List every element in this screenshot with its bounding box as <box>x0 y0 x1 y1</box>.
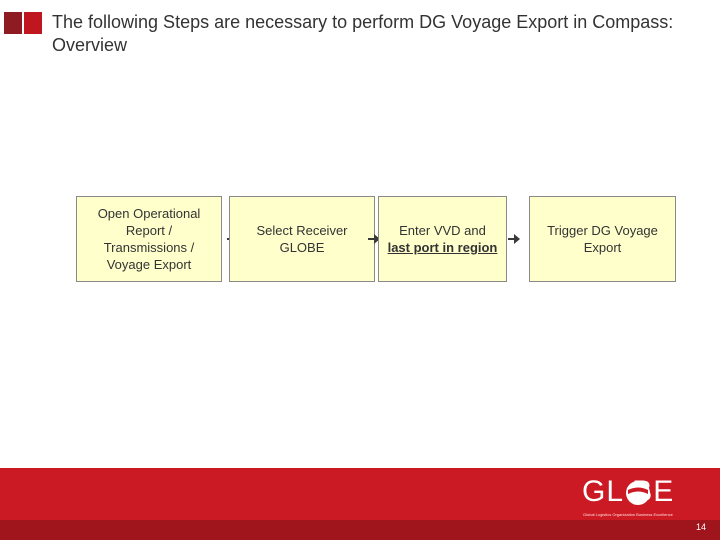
step-3-box: Enter VVD and last port in region <box>378 196 507 282</box>
step-4-box: Trigger DG Voyage Export <box>529 196 676 282</box>
slide-title: The following Steps are necessary to per… <box>52 12 674 55</box>
step-1-label: Open Operational Report / Transmissions … <box>97 206 201 272</box>
step-3-label-text: Enter VVD and <box>399 223 486 238</box>
step-4-label: Trigger DG Voyage Export <box>547 223 658 255</box>
page-number: 14 <box>695 522 706 532</box>
step-3-label-emphasis: last port in region <box>387 240 498 255</box>
footer-band <box>0 520 720 540</box>
footer-bar: GL BE Global Logistics Organization Busi… <box>0 468 720 540</box>
arrow-right-icon <box>368 234 380 244</box>
logo-tagline: Global Logistics Organization Business E… <box>583 512 673 517</box>
globe-sphere-icon <box>626 481 650 505</box>
step-3-label: Enter VVD and last port in region <box>387 222 498 256</box>
title-marker-dark-square <box>4 12 22 34</box>
step-2-box: Select Receiver GLOBE <box>229 196 375 282</box>
title-marker-red-square <box>24 12 42 34</box>
step-1-box: Open Operational Report / Transmissions … <box>76 196 222 282</box>
step-2-label: Select Receiver GLOBE <box>256 223 348 255</box>
arrow-right-icon <box>508 234 520 244</box>
globe-logo: GL BE Global Logistics Organization Busi… <box>582 476 702 518</box>
title-marker <box>4 12 42 34</box>
